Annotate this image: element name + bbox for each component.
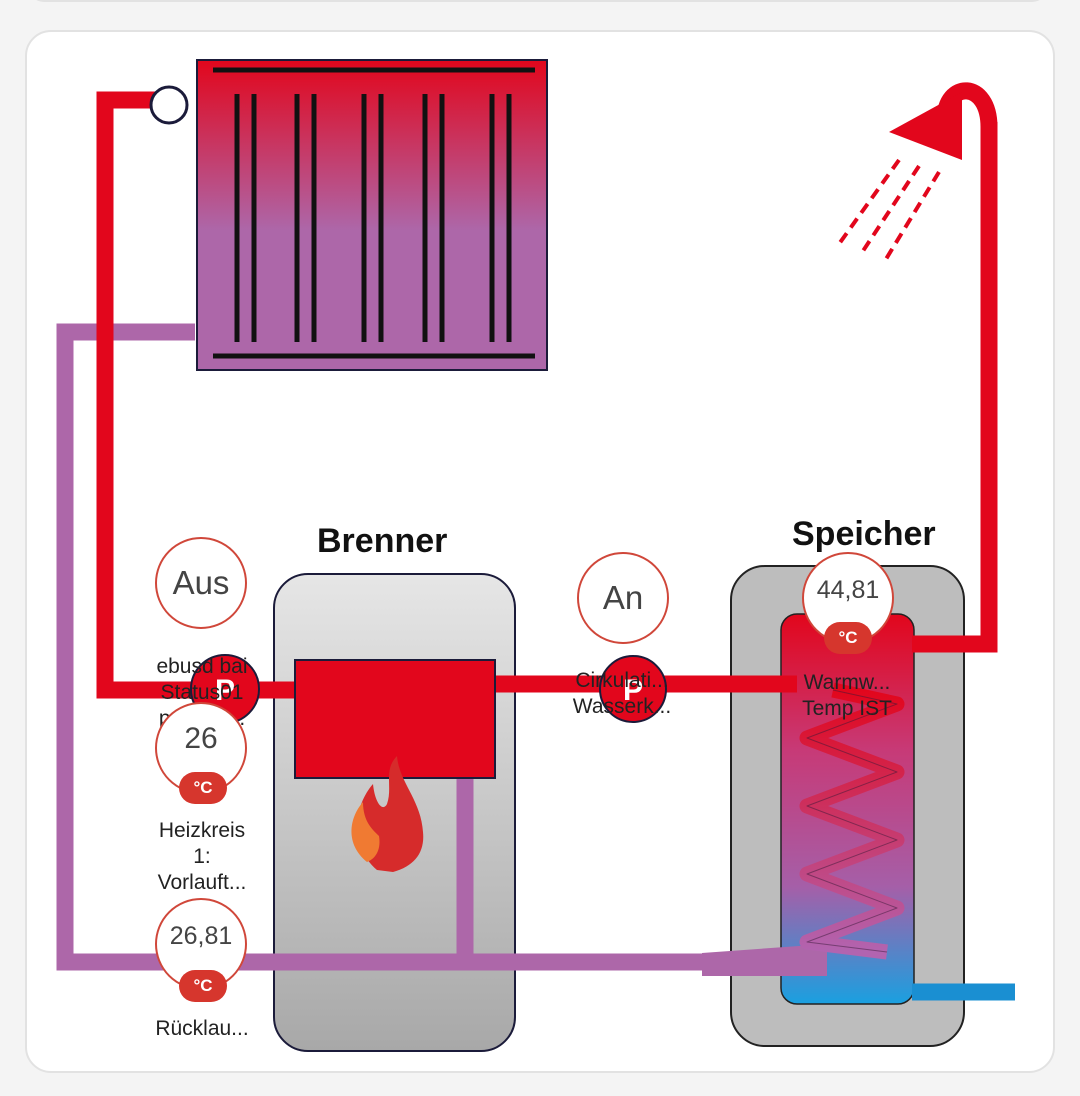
storage-temp-value: 44,81 xyxy=(816,575,880,604)
circulation-pump xyxy=(599,655,667,723)
circulation-pump-symbol: P xyxy=(623,674,643,707)
storage-temp-name: Warmw... Temp IST xyxy=(802,671,892,720)
return-temp-circle[interactable]: 26,81 xyxy=(155,898,247,990)
shower-head-icon xyxy=(889,92,962,160)
return-temp-unit-badge: °C xyxy=(179,970,227,1002)
burner-pump-symbol: P xyxy=(215,674,235,707)
return-temp-value: 26,81 xyxy=(169,921,233,950)
coil-return-pipe xyxy=(702,944,827,976)
radiator-valve-icon xyxy=(149,85,189,125)
radiator-fins xyxy=(213,67,535,359)
brenner-label: Brenner xyxy=(317,522,448,560)
speicher-label: Speicher xyxy=(792,515,936,553)
previous-card xyxy=(25,0,1051,2)
shower-water-jets xyxy=(837,158,941,266)
storage-temp-unit-badge: °C xyxy=(824,622,872,654)
circulation-pump-state-value: An xyxy=(602,579,644,616)
circulation-pump-state-circle[interactable]: An xyxy=(577,552,669,644)
flame-icon xyxy=(351,756,424,872)
heating-scheme-diagram: P P xyxy=(56,59,1015,1052)
flow-temp-name: Heizkreis 1: Vorlauft... xyxy=(157,819,247,894)
return-pipes xyxy=(56,323,717,971)
return-temp-name: Rücklau... xyxy=(155,1017,249,1040)
burner-pump-state-circle[interactable]: Aus xyxy=(155,537,247,629)
burner-pump-state-value: Aus xyxy=(172,564,230,601)
flow-temp-unit-badge: °C xyxy=(179,772,227,804)
heating-scheme-card: P P Brenner Speicher Aus ebusd bai Statu… xyxy=(25,30,1055,1073)
flow-temp-value: 26 xyxy=(184,722,218,755)
circulation-pump-state-name: Cirkulati... Wasserk... xyxy=(572,669,672,718)
